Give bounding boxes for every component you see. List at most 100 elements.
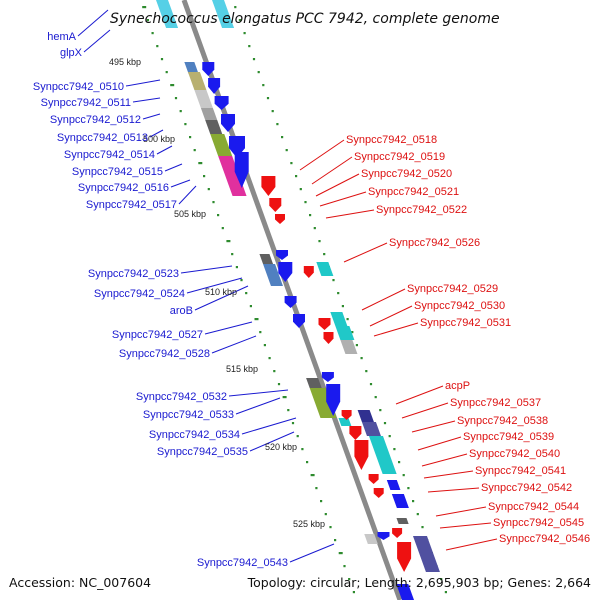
gene-arrow [202, 62, 215, 76]
tick-mark [351, 331, 354, 334]
tick-mark [398, 461, 401, 464]
gene-block [263, 264, 283, 286]
tick-mark [282, 396, 287, 399]
tick-mark [259, 331, 262, 334]
gene-arrow [373, 488, 384, 498]
tick-mark [221, 227, 224, 230]
leader-line [211, 335, 257, 354]
tick-mark [393, 448, 396, 451]
gene-label-glpX[interactable]: glpX [60, 47, 83, 59]
gene-label-0524[interactable]: Synpcc7942_0524 [94, 288, 185, 300]
tick-mark [324, 513, 327, 516]
leader-line [417, 436, 462, 451]
gene-label-0514[interactable]: Synpcc7942_0514 [64, 149, 155, 161]
gene-label-0520[interactable]: Synpcc7942_0520 [361, 168, 452, 180]
gene-arrow [397, 542, 412, 572]
tick-mark [262, 84, 265, 87]
leader-line [125, 79, 161, 87]
gene-arrow [368, 474, 379, 484]
gene-block [340, 340, 358, 354]
gene-label-0526[interactable]: Synpcc7942_0526 [389, 237, 480, 249]
gene-label-0521[interactable]: Synpcc7942_0521 [368, 186, 459, 198]
gene-block [218, 156, 247, 196]
gene-label-0546[interactable]: Synpcc7942_0546 [499, 533, 590, 545]
leader-line [186, 277, 243, 294]
tick-mark [341, 305, 344, 308]
tick-mark [365, 370, 368, 373]
gene-block [309, 388, 337, 418]
gene-label-0523[interactable]: Synpcc7942_0523 [88, 268, 179, 280]
tick-tracks [142, 6, 447, 594]
gene-label-0517[interactable]: Synpcc7942_0517 [86, 199, 177, 211]
gene-label-aroB[interactable]: aroB [170, 305, 193, 317]
gene-label-0539[interactable]: Synpcc7942_0539 [463, 431, 554, 443]
gene-label-0519[interactable]: Synpcc7942_0519 [354, 151, 445, 163]
gene-block [316, 262, 334, 276]
gene-label-0534[interactable]: Synpcc7942_0534 [149, 429, 240, 441]
gene-label-0533[interactable]: Synpcc7942_0533 [143, 409, 234, 421]
tick-mark [291, 422, 295, 425]
tick-mark [290, 162, 293, 165]
gene-label-0540[interactable]: Synpcc7942_0540 [469, 448, 560, 460]
gene-label-0515[interactable]: Synpcc7942_0515 [72, 166, 163, 178]
gene-arrow [349, 426, 362, 440]
gene-label-0543[interactable]: Synpcc7942_0543 [197, 557, 288, 569]
gene-label-0545[interactable]: Synpcc7942_0545 [493, 517, 584, 529]
tick-mark [240, 279, 243, 282]
tick-mark [296, 435, 299, 438]
gene-label-0538[interactable]: Synpcc7942_0538 [457, 415, 548, 427]
tick-mark [263, 344, 266, 347]
gene-label-0527[interactable]: Synpcc7942_0527 [112, 329, 203, 341]
gene-label-0535[interactable]: Synpcc7942_0535 [157, 446, 248, 458]
label-leaders [77, 9, 498, 563]
gene-label-0531[interactable]: Synpcc7942_0531 [420, 317, 511, 329]
gene-label-0532[interactable]: Synpcc7942_0532 [136, 391, 227, 403]
gene-block [364, 534, 378, 544]
tick-mark [248, 45, 251, 48]
gene-label-0522[interactable]: Synpcc7942_0522 [376, 204, 467, 216]
tick-mark [412, 500, 415, 503]
gene-block [205, 120, 223, 134]
leader-line [401, 402, 449, 419]
leader-line [343, 242, 388, 263]
gene-arrow [341, 410, 352, 420]
leader-line [156, 145, 173, 155]
tick-mark [226, 240, 231, 243]
gene-label-0542[interactable]: Synpcc7942_0542 [481, 482, 572, 494]
gene-block [187, 72, 207, 90]
tick-mark [184, 123, 187, 126]
gene-label-0528[interactable]: Synpcc7942_0528 [119, 348, 210, 360]
tick-mark [193, 149, 196, 152]
gene-block [412, 536, 440, 572]
gene-label-0513[interactable]: Synpcc7942_0513 [57, 132, 148, 144]
tick-mark [203, 175, 206, 178]
gene-label-0512[interactable]: Synpcc7942_0512 [50, 114, 141, 126]
gene-label-0511[interactable]: Synpcc7942_0511 [41, 97, 131, 109]
gene-block [155, 0, 179, 28]
gene-arrow [392, 528, 403, 538]
gene-block [361, 422, 381, 436]
gene-label-0530[interactable]: Synpcc7942_0530 [414, 300, 505, 312]
tick-mark [238, 19, 241, 22]
gene-block [259, 254, 274, 264]
gene-label-hemA[interactable]: hemA [47, 31, 76, 43]
gene-label-0516[interactable]: Synpcc7942_0516 [78, 182, 169, 194]
tick-mark [306, 461, 309, 464]
gene-label-0544[interactable]: Synpcc7942_0544 [488, 501, 579, 513]
gene-label-0518[interactable]: Synpcc7942_0518 [346, 134, 437, 146]
tick-mark [332, 279, 335, 282]
leader-line [235, 397, 281, 415]
gene-label-acpP[interactable]: acpP [445, 380, 470, 392]
tick-mark [337, 292, 340, 295]
tick-mark [295, 175, 298, 178]
gene-label-0541[interactable]: Synpcc7942_0541 [475, 465, 566, 477]
leader-line [249, 431, 295, 452]
gene-label-0529[interactable]: Synpcc7942_0529 [407, 283, 498, 295]
gene-label-0537[interactable]: Synpcc7942_0537 [450, 397, 541, 409]
gene-block [200, 108, 218, 120]
tick-mark [334, 539, 337, 542]
kbp-label-515: 515 kbp [226, 364, 258, 374]
kbp-label-510: 510 kbp [205, 287, 237, 297]
tick-mark [338, 552, 343, 555]
gene-label-0510[interactable]: Synpcc7942_0510 [33, 81, 124, 93]
